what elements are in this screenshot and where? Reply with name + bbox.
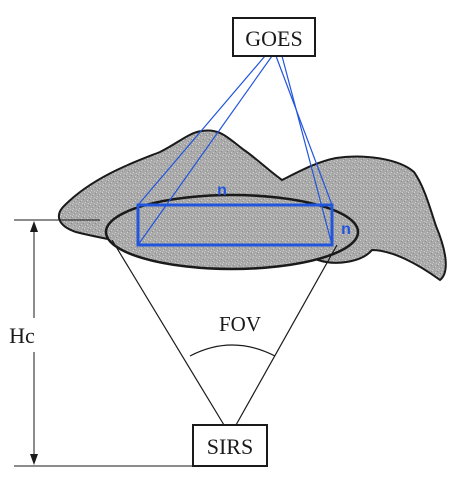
blue-footprint-rectangle	[136, 203, 334, 247]
goes-sightline-2	[137, 55, 273, 246]
fov-label: FOV	[219, 312, 261, 336]
fov-ellipse	[104, 193, 360, 271]
hc-arrow-up	[30, 221, 38, 232]
hc-label: Hc	[9, 323, 35, 348]
goes-box	[232, 17, 316, 57]
n-label-right: n	[341, 221, 351, 238]
sirs-box	[192, 424, 268, 467]
hc-arrow-down	[30, 454, 38, 465]
n-label-top: n	[217, 182, 227, 199]
sirs-label: SIRS	[207, 434, 253, 459]
goes-sightline-4	[281, 55, 333, 246]
goes-sightline-3	[275, 55, 333, 206]
fov-cone-left-line	[111, 239, 225, 426]
goes-sightline-1	[137, 55, 266, 206]
goes-label: GOES	[245, 26, 302, 51]
fov-angle-arc	[189, 344, 276, 357]
fov-cone-right-line	[235, 244, 338, 426]
